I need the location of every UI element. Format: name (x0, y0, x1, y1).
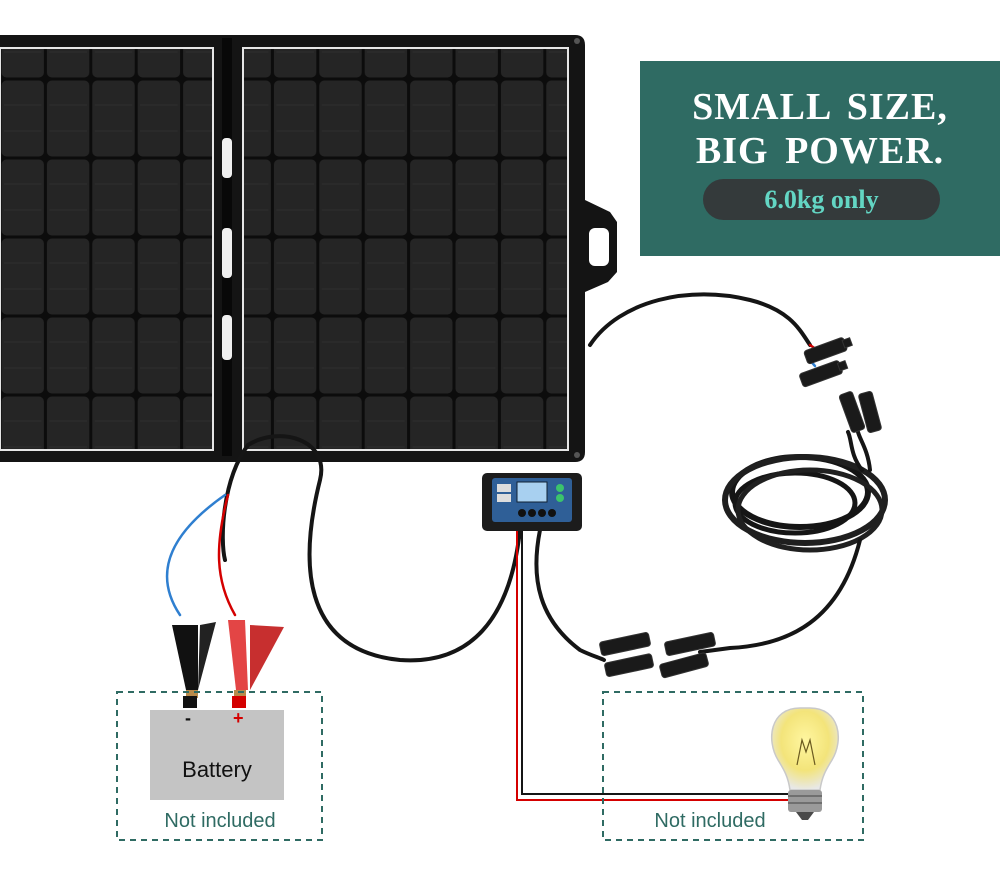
promo-card-bg (640, 61, 1000, 256)
hinge-slots (222, 138, 232, 360)
panel-handle (589, 228, 609, 266)
weight-badge: 6.0kg only (703, 179, 940, 220)
left-panel-face (0, 48, 213, 450)
cables (165, 292, 888, 801)
promo-card: SMALL SIZE, BIG POWER. 6.0kg only (640, 61, 1000, 256)
bulb-not-included-label: Not included (654, 810, 766, 832)
battery-minus-label: - (185, 708, 191, 728)
battery-icon (150, 696, 284, 800)
right-panel-face (243, 48, 568, 450)
battery-not-included-label: Not included (164, 810, 276, 832)
battery-plus-label: + (233, 708, 244, 728)
light-bulb-icon (771, 707, 839, 820)
mc4-connector-icon (599, 337, 882, 679)
solar-panel-icon (0, 35, 617, 462)
headline-line-2: BIG POWER. (695, 130, 945, 172)
bulb-not-included-box (602, 691, 864, 841)
alligator-clip-icon (172, 620, 284, 698)
headline-line-1: SMALL SIZE, (692, 86, 948, 128)
battery-label: Battery (182, 757, 252, 782)
battery-not-included-box (116, 691, 323, 841)
charge-controller-icon (482, 473, 582, 531)
